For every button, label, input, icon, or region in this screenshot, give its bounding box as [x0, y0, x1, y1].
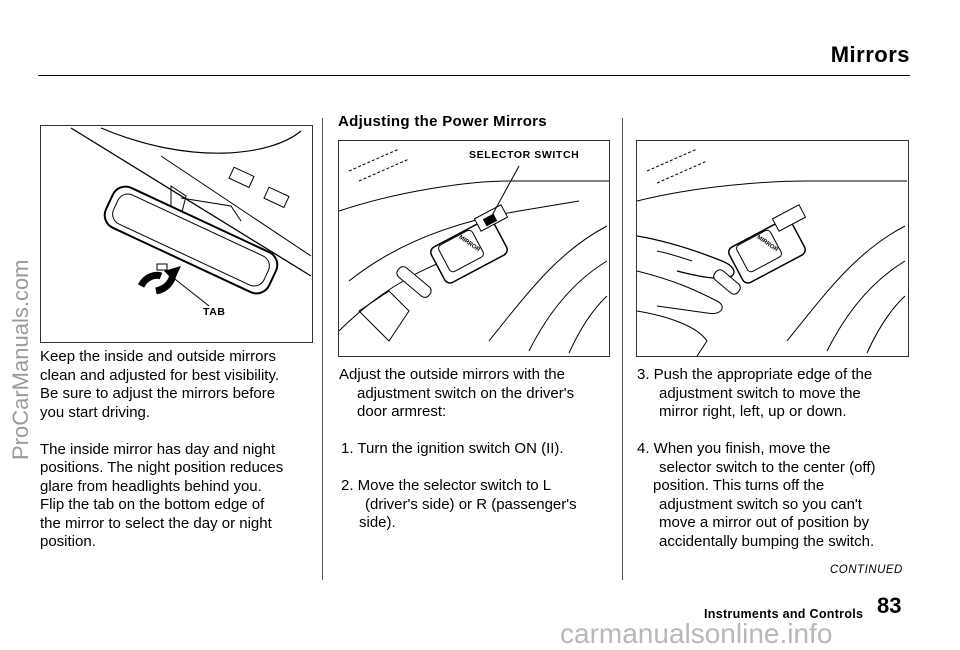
side-watermark: ProCarManuals.com — [8, 259, 33, 460]
selector-switch-figure: SELECTOR SWITCH MIRROR — [338, 140, 610, 357]
intro-line: door armrest: — [357, 403, 447, 420]
para1-line: you start driving. — [40, 403, 151, 421]
para2-line: Flip the tab on the bottom edge of — [40, 496, 265, 513]
para1-line: Keep the inside and outside mirrors — [40, 348, 276, 365]
para2-line: position. — [40, 533, 96, 550]
step-4-line: 4. When you finish, move the — [637, 440, 831, 457]
intro-line: Adjust the outside mirrors with the — [339, 366, 565, 383]
door-armrest-illustration — [339, 148, 609, 354]
page-number: 83 — [877, 593, 902, 618]
left-column-text: Keep the inside and outside mirrors clea… — [40, 348, 320, 552]
footer-section: Instruments and Controls — [704, 607, 864, 621]
right-column-text: 3. Push the appropriate edge of the adju… — [637, 366, 917, 551]
step-4-line: adjustment switch so you can't — [659, 495, 862, 513]
para2-line: positions. The night position reduces — [40, 459, 284, 476]
column-divider-left — [322, 118, 323, 580]
selector-switch-label: SELECTOR SWITCH — [469, 149, 580, 161]
step-2-line: 2. Move the selector switch to L — [341, 477, 552, 494]
para1-line: clean and adjusted for best visibility. — [40, 366, 280, 384]
step-3-line: adjustment switch to move the — [659, 384, 861, 402]
intro-line: adjustment switch on the driver's — [357, 384, 575, 402]
para2-line: glare from headlights behind you. — [40, 477, 262, 495]
para2-line: the mirror to select the day or night — [40, 514, 272, 532]
step-4-line: position. This turns off the — [653, 477, 825, 494]
tab-label: TAB — [203, 306, 226, 318]
step-4-line: move a mirror out of position by — [659, 514, 870, 531]
adjustment-switch-figure: MIRROR — [636, 140, 909, 357]
para1-line: Be sure to adjust the mirrors before — [40, 385, 276, 402]
para2-line: The inside mirror has day and night — [40, 440, 276, 458]
continued-label: CONTINUED — [830, 564, 903, 576]
step-4-line: selector switch to the center (off) — [659, 458, 876, 476]
step-2-line: side). — [359, 514, 396, 531]
hand-on-switch-illustration — [637, 148, 907, 356]
page-title: Mirrors — [830, 42, 910, 67]
bottom-watermark: carmanualsonline.info — [560, 618, 833, 649]
section-heading: Adjusting the Power Mirrors — [338, 113, 547, 130]
column-divider-right — [622, 118, 623, 580]
middle-column-text: Adjust the outside mirrors with the adju… — [339, 366, 619, 533]
inside-mirror-figure: TAB — [40, 125, 313, 343]
step-2-line: (driver's side) or R (passenger's — [365, 495, 577, 513]
step-3-line: mirror right, left, up or down. — [659, 403, 847, 420]
step-3-line: 3. Push the appropriate edge of the — [637, 366, 873, 383]
step-1: 1. Turn the ignition switch ON (II). — [341, 440, 564, 457]
step-4-line: accidentally bumping the switch. — [659, 532, 875, 550]
inside-mirror-illustration — [70, 127, 312, 307]
header-rule — [38, 75, 910, 76]
